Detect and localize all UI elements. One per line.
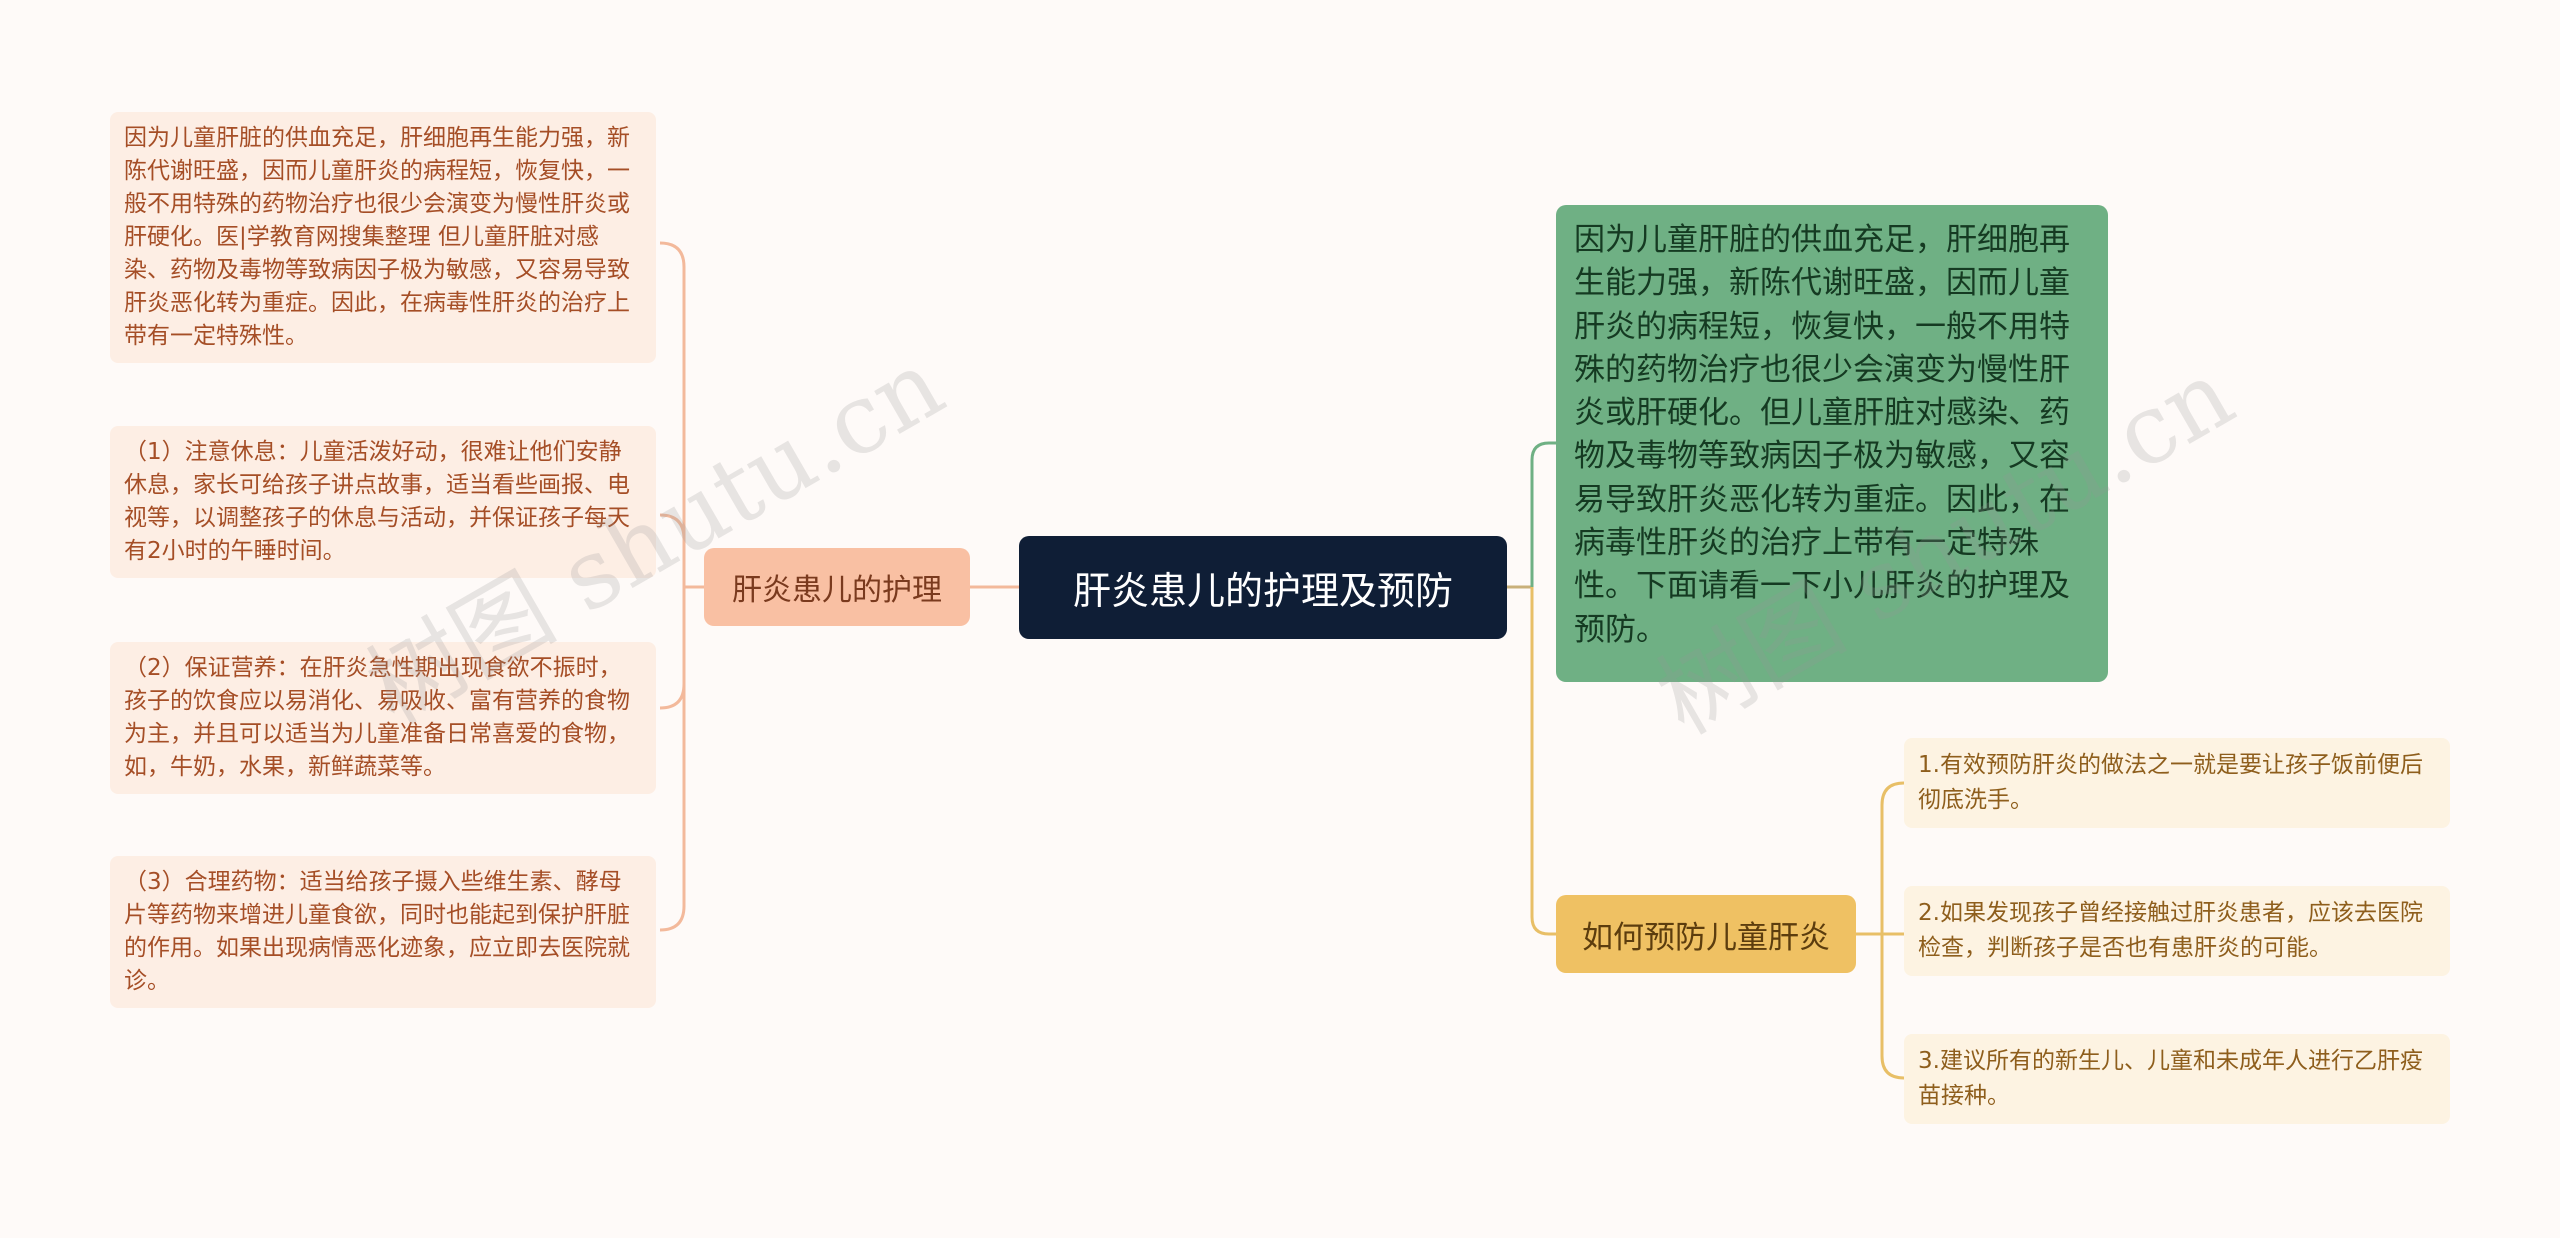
leaf-prevention-checkup[interactable]: 2.如果发现孩子曾经接触过肝炎患者，应该去医院检查，判断孩子是否也有患肝炎的可能…: [1904, 886, 2450, 976]
leaf-prevention-handwashing[interactable]: 1.有效预防肝炎的做法之一就是要让孩子饭前便后彻底洗手。: [1904, 738, 2450, 828]
leaf-nursing-medication[interactable]: （3）合理药物：适当给孩子摄入些维生素、酵母片等药物来增进儿童食欲，同时也能起到…: [110, 856, 656, 1008]
root-node[interactable]: 肝炎患儿的护理及预防: [1019, 536, 1507, 639]
leaf-prevention-vaccine[interactable]: 3.建议所有的新生儿、儿童和未成年人进行乙肝疫苗接种。: [1904, 1034, 2450, 1124]
leaf-nursing-rest[interactable]: （1）注意休息：儿童活泼好动，很难让他们安静休息，家长可给孩子讲点故事，适当看些…: [110, 426, 656, 578]
branch-nursing[interactable]: 肝炎患儿的护理: [704, 548, 970, 626]
leaf-nursing-nutrition[interactable]: （2）保证营养：在肝炎急性期出现食欲不振时，孩子的饮食应以易消化、易吸收、富有营…: [110, 642, 656, 794]
leaf-nursing-overview[interactable]: 因为儿童肝脏的供血充足，肝细胞再生能力强，新陈代谢旺盛，因而儿童肝炎的病程短，恢…: [110, 112, 656, 363]
branch-prevention[interactable]: 如何预防儿童肝炎: [1556, 895, 1856, 973]
intro-node[interactable]: 因为儿童肝脏的供血充足，肝细胞再生能力强，新陈代谢旺盛，因而儿童肝炎的病程短，恢…: [1556, 205, 2108, 682]
